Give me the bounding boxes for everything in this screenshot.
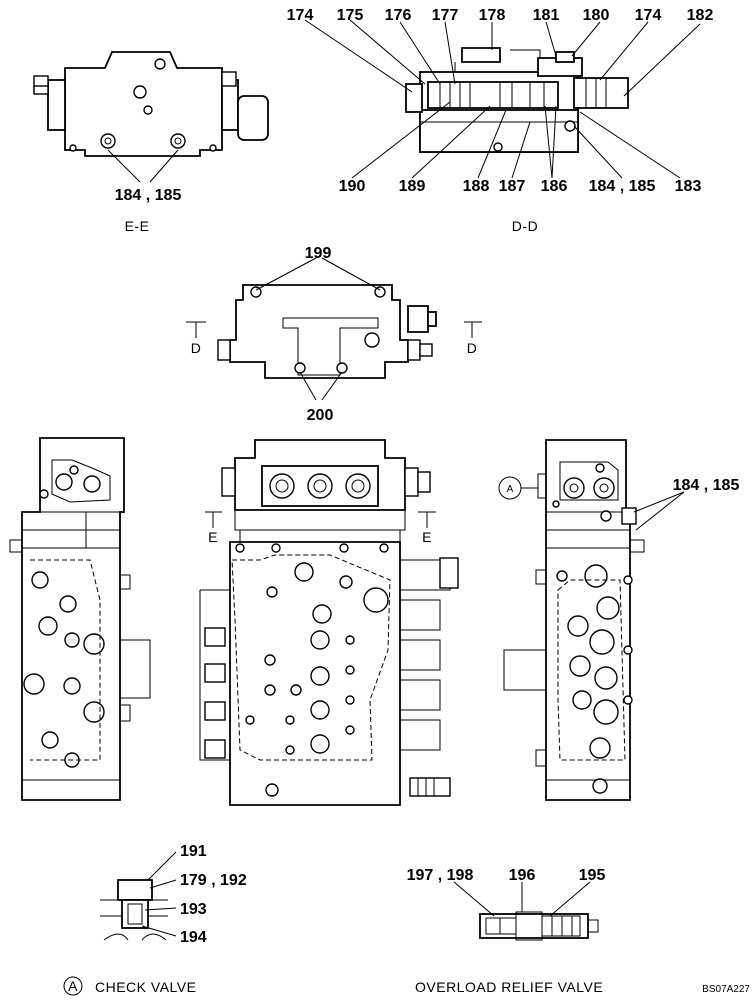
check-valve-caption: A CHECK VALVE (63, 976, 196, 996)
callout-195: 195 (579, 867, 606, 884)
callout-176: 176 (385, 7, 412, 24)
callout-197-198: 197 , 198 (407, 867, 474, 884)
drawing-code: BS07A227 (702, 984, 750, 995)
left-side-view (9, 437, 151, 801)
callout-177: 177 (432, 7, 459, 24)
callout-184-185-dd: 184 , 185 (589, 178, 656, 195)
cover-view (186, 257, 482, 401)
view-title-dd: D-D (512, 218, 538, 234)
center-main-view (199, 439, 459, 806)
dd-bottom-callouts: 190 189 188 187 186 184 , 185 183 (339, 178, 702, 195)
check-valve-caption-text: CHECK VALVE (95, 979, 196, 995)
callout-174: 174 (287, 7, 314, 24)
view-dd (304, 19, 701, 179)
callout-196: 196 (509, 867, 536, 884)
view-title-ee: E-E (125, 218, 150, 234)
detail-a-marker: A (507, 484, 514, 495)
callout-180: 180 (583, 7, 610, 24)
callout-right-184-185: 184 , 185 (673, 477, 740, 494)
callout-174b: 174 (635, 7, 662, 24)
callout-181: 181 (533, 7, 560, 24)
check-valve-detail (100, 851, 177, 941)
section-mark-d-left: D (191, 340, 202, 356)
callout-182: 182 (687, 7, 714, 24)
callout-ee-184-185: 184 , 185 (115, 187, 182, 204)
callout-194: 194 (180, 929, 207, 946)
callout-178: 178 (479, 7, 506, 24)
relief-valve-callouts: 197 , 198 196 195 (407, 867, 606, 884)
callout-179-192: 179 , 192 (180, 872, 247, 889)
section-mark-e-right: E (422, 529, 432, 545)
callout-175: 175 (337, 7, 364, 24)
callout-190: 190 (339, 178, 366, 195)
view-ee (33, 51, 269, 183)
dd-top-callouts: 174 175 176 177 178 181 180 174 182 (287, 7, 714, 24)
callout-186: 186 (541, 178, 568, 195)
callout-187: 187 (499, 178, 526, 195)
right-side-view (498, 439, 685, 801)
relief-valve-caption-text: OVERLOAD RELIEF VALVE (415, 979, 603, 995)
section-mark-d-right: D (467, 340, 478, 356)
callout-189: 189 (399, 178, 426, 195)
callout-183: 183 (675, 178, 702, 195)
callout-188: 188 (463, 178, 490, 195)
callout-193: 193 (180, 901, 207, 918)
relief-valve-detail (453, 881, 599, 941)
section-mark-e-left: E (208, 529, 218, 545)
callout-199: 199 (305, 245, 332, 262)
callout-200: 200 (307, 407, 334, 424)
check-valve-marker: A (68, 978, 78, 994)
callout-191: 191 (180, 843, 207, 860)
check-valve-callouts: 191 179 , 192 193 194 (180, 843, 247, 946)
